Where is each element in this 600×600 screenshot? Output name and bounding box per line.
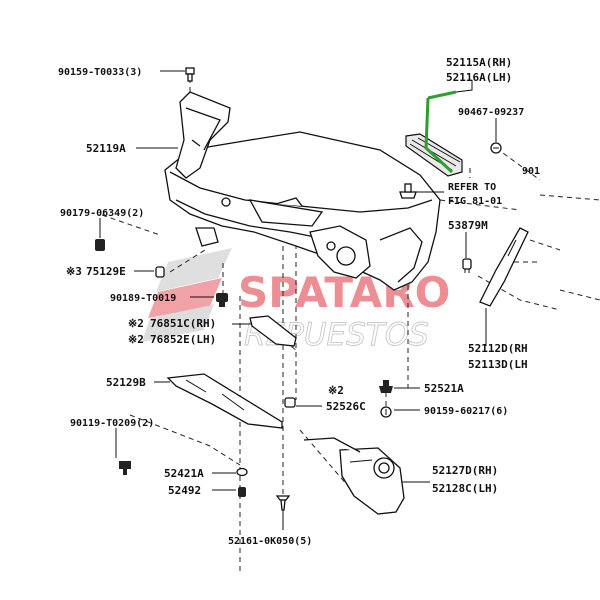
fasteners <box>95 67 502 511</box>
clip-icon <box>284 397 296 408</box>
lower-spoiler-part <box>166 373 283 429</box>
leader-lines <box>99 70 497 530</box>
highlight-bracket <box>424 90 457 174</box>
nut-icon <box>236 467 248 477</box>
side-retainer-part <box>405 90 463 177</box>
label-75129e: 75129E <box>86 265 126 278</box>
label-901: 901 <box>522 166 540 177</box>
screw-icon <box>490 142 502 154</box>
label-52113d: 52113D(LH <box>468 358 528 371</box>
bolt-icon <box>119 461 131 475</box>
label-52115a: 52115A(RH) <box>446 56 512 69</box>
label-52521a: 52521A <box>424 382 464 395</box>
clip-icon <box>238 487 246 497</box>
label-90159-60217: 90159-60217(6) <box>424 406 508 417</box>
label-52119a: 52119A <box>86 142 126 155</box>
label-52116a: 52116A(LH) <box>446 71 512 84</box>
label-refer-to: REFER TO <box>448 182 496 193</box>
part-labels: 90159-T0033(3) 52119A 90179-06349(2) ※3 … <box>58 56 540 547</box>
label-52526c: 52526C <box>326 400 366 413</box>
label-90467-09237: 90467-09237 <box>458 107 524 118</box>
label-90159-t0033: 90159-T0033(3) <box>58 67 142 78</box>
label-76852e: 76852E(LH) <box>150 333 216 346</box>
label-52127d: 52127D(RH) <box>432 464 498 477</box>
grommet-icon <box>399 183 417 199</box>
watermark-logo-icon <box>142 248 232 342</box>
clip-icon <box>462 258 472 273</box>
label-52161-0k050: 52161-0K050(5) <box>228 536 312 547</box>
bumper-cover-part <box>164 131 441 291</box>
label-90189-t0019: 90189-T0019 <box>110 293 176 304</box>
screw-icon <box>380 406 392 418</box>
bolt-icon <box>185 67 195 82</box>
clip-icon <box>216 293 228 307</box>
label-90119-t0209: 90119-T0209(2) <box>70 418 154 429</box>
label-90179-06349: 90179-06349(2) <box>60 208 144 219</box>
fog-lamp-bezel-part <box>339 447 405 515</box>
side-molding-part <box>479 227 529 307</box>
grommet-icon <box>379 380 393 393</box>
label-76851c: 76851C(RH) <box>150 317 216 330</box>
label-53879m: 53879M <box>448 219 488 232</box>
label-52112d: 52112D(RH <box>468 342 528 355</box>
label-52492: 52492 <box>168 484 201 497</box>
upper-retainer-part <box>175 91 231 179</box>
push-rivet-icon <box>275 495 291 511</box>
label-75129e-mark: ※3 <box>66 265 82 278</box>
label-76851c-mark: ※2 <box>128 317 144 330</box>
label-52128c: 52128C(LH) <box>432 482 498 495</box>
label-76852e-mark: ※2 <box>128 333 144 346</box>
label-52526c-mark: ※2 <box>328 384 344 397</box>
label-52421a: 52421A <box>164 467 204 480</box>
clip-icon <box>155 266 165 278</box>
label-52129b: 52129B <box>106 376 146 389</box>
label-fig-81-01: FIG 81-01 <box>448 196 502 207</box>
splash-shield-part <box>249 315 297 347</box>
lower-lip-part <box>303 437 361 453</box>
clip-icon <box>95 239 105 251</box>
